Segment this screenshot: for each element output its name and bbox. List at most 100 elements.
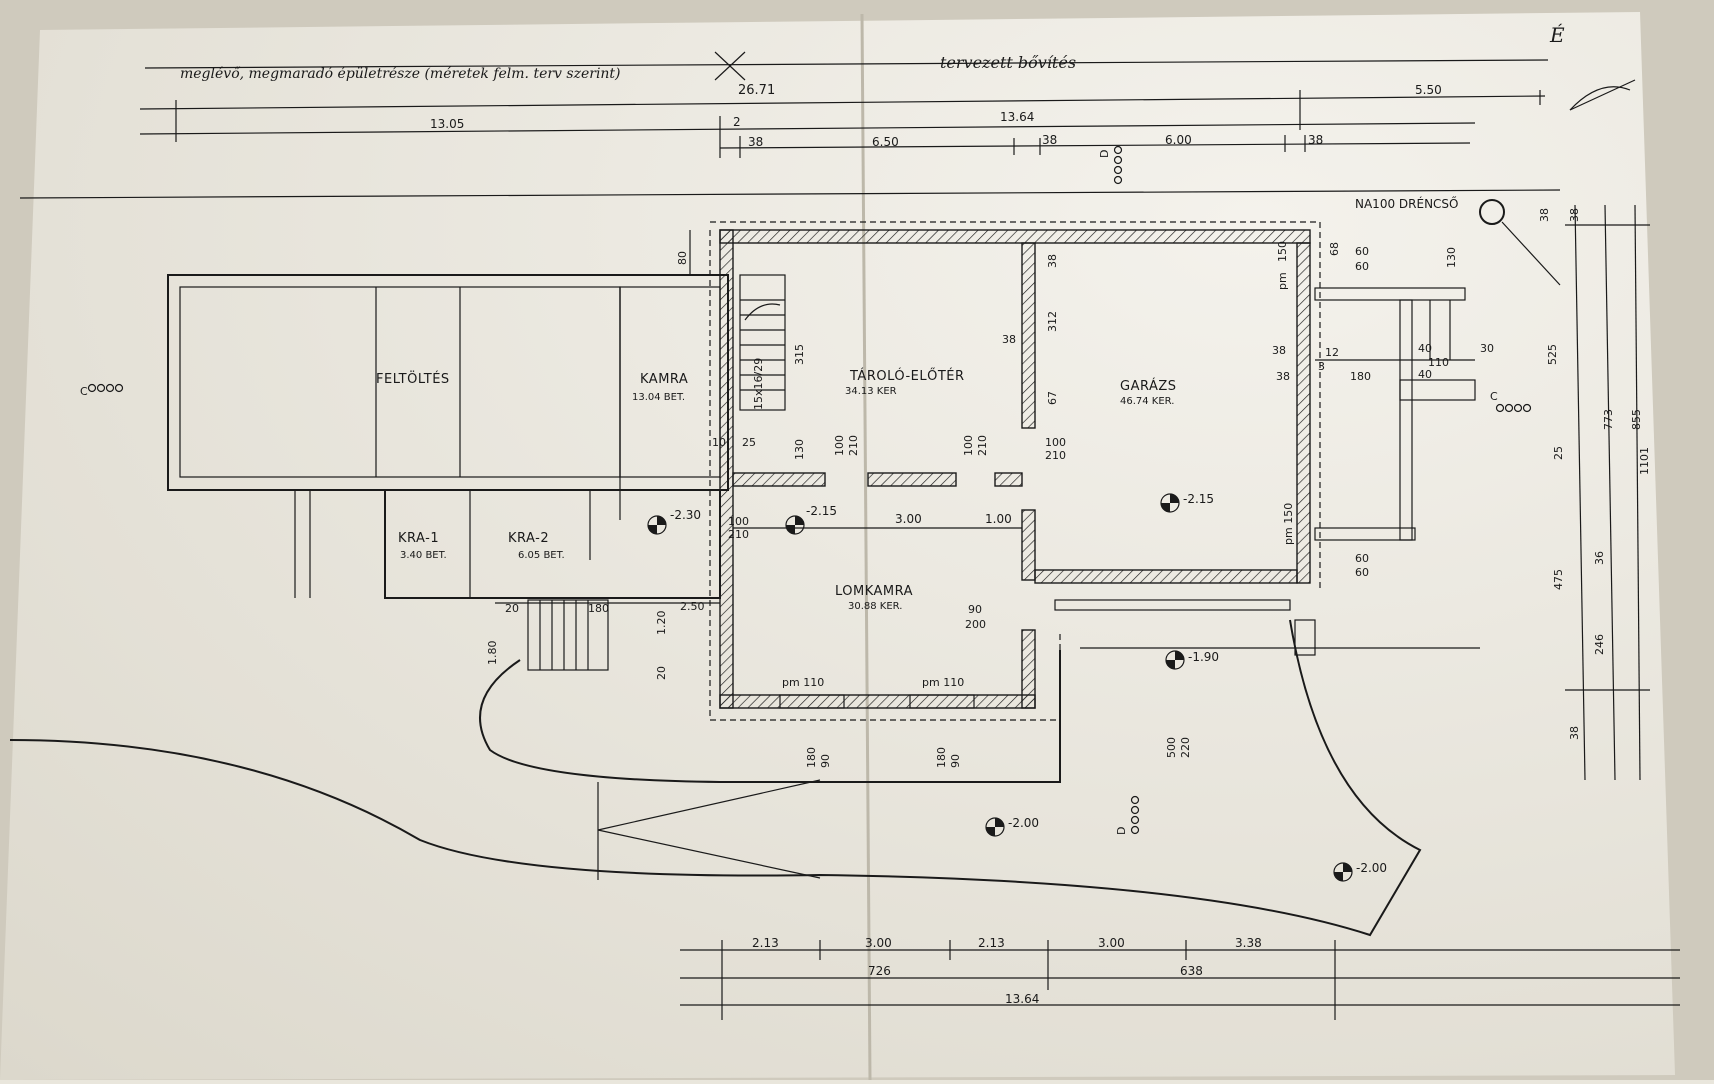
outdoor-stair xyxy=(527,599,609,671)
svg-text:pm 150: pm 150 xyxy=(1282,503,1295,545)
svg-text:110: 110 xyxy=(1428,356,1449,369)
dim-13-64-top: 13.64 xyxy=(1000,110,1034,124)
svg-text:pm 110: pm 110 xyxy=(922,676,964,689)
svg-text:246: 246 xyxy=(1593,634,1606,655)
level-marker-2: -2.15 xyxy=(785,504,837,535)
svg-text:3.00: 3.00 xyxy=(1098,936,1125,950)
svg-text:220: 220 xyxy=(1179,737,1192,758)
svg-text:180: 180 xyxy=(588,602,609,615)
svg-text:180: 180 xyxy=(1350,370,1371,383)
svg-text:12: 12 xyxy=(1325,346,1339,359)
svg-text:-2.30: -2.30 xyxy=(670,508,701,522)
svg-text:100: 100 xyxy=(1045,436,1066,449)
drain-label: NA100 DRÉNCSŐ xyxy=(1355,196,1458,211)
drain-manhole-icon xyxy=(1479,199,1505,225)
dim-38-c: 38 xyxy=(1308,133,1323,147)
level-marker-6: -2.00 xyxy=(1333,861,1387,882)
svg-text:pm 110: pm 110 xyxy=(782,676,824,689)
area-kra-2: 6.05 BET. xyxy=(518,550,565,561)
svg-text:90: 90 xyxy=(819,754,832,768)
dim-6-50: 6.50 xyxy=(872,135,899,149)
area-garazs: 46.74 KER. xyxy=(1120,396,1174,407)
svg-text:38: 38 xyxy=(1272,344,1286,357)
svg-text:315: 315 xyxy=(793,344,806,365)
marker-c-right: C xyxy=(1490,390,1498,403)
svg-text:180: 180 xyxy=(805,747,818,768)
svg-text:-1.90: -1.90 xyxy=(1188,650,1219,664)
room-garazs: GARÁZS xyxy=(1120,378,1177,394)
total-length-label: 26.71 xyxy=(738,83,775,98)
right-dimension-chains: 38 38 525 773 855 1101 25 475 36 246 38 xyxy=(1538,204,1651,781)
svg-text:67: 67 xyxy=(1046,391,1059,405)
room-kamra: KAMRA xyxy=(640,372,688,387)
svg-text:210: 210 xyxy=(728,528,749,541)
marker-d-bottom: D xyxy=(1115,827,1128,835)
svg-text:pm: pm xyxy=(1276,272,1289,290)
extension-walls xyxy=(709,221,1321,721)
svg-text:130: 130 xyxy=(1445,247,1458,268)
north-label: É xyxy=(1549,23,1565,47)
svg-text:25: 25 xyxy=(742,436,756,449)
svg-text:38: 38 xyxy=(1046,254,1059,268)
extension-rooms: TÁROLÓ-ELŐTÉR 34.13 KER GARÁZS 46.74 KER… xyxy=(835,368,1177,612)
garage-south-wall xyxy=(1034,569,1298,584)
svg-text:2.13: 2.13 xyxy=(978,936,1005,950)
east-wall xyxy=(1296,242,1311,584)
svg-text:1101: 1101 xyxy=(1638,447,1651,475)
garage-annex xyxy=(1314,287,1476,541)
svg-text:38: 38 xyxy=(1002,333,1016,346)
dim-2: 2 xyxy=(733,115,741,129)
grate-strip xyxy=(1054,599,1291,611)
area-tarolo: 34.13 KER xyxy=(845,386,897,397)
interior-wall-b xyxy=(867,472,957,487)
svg-text:1.20: 1.20 xyxy=(655,611,668,636)
svg-text:38: 38 xyxy=(1538,208,1551,222)
site-terrain xyxy=(9,619,1480,937)
dim-38-a: 38 xyxy=(748,135,763,149)
dim-5-50: 5.50 xyxy=(1415,83,1442,97)
dim-38-b: 38 xyxy=(1042,133,1057,147)
partition-wall-middle xyxy=(1021,509,1036,581)
svg-text:180: 180 xyxy=(935,747,948,768)
svg-text:100: 100 xyxy=(962,435,975,456)
svg-text:726: 726 xyxy=(868,964,891,978)
svg-text:-2.00: -2.00 xyxy=(1356,861,1387,875)
room-lomkamra: LOMKAMRA xyxy=(835,584,913,599)
svg-text:25: 25 xyxy=(1552,446,1565,460)
svg-text:500: 500 xyxy=(1165,737,1178,758)
drain-pipe: NA100 DRÉNCSŐ xyxy=(1355,196,1561,286)
svg-text:80: 80 xyxy=(676,251,689,265)
room-feltoltes: FELTÖLTÉS xyxy=(376,370,450,387)
svg-text:855: 855 xyxy=(1630,409,1643,430)
svg-text:38: 38 xyxy=(1568,726,1581,740)
svg-text:90: 90 xyxy=(949,754,962,768)
svg-text:-2.00: -2.00 xyxy=(1008,816,1039,830)
svg-text:525: 525 xyxy=(1546,344,1559,365)
room-kra-2: KRA-2 xyxy=(508,531,549,546)
svg-text:38: 38 xyxy=(1276,370,1290,383)
svg-text:1.80: 1.80 xyxy=(486,641,499,666)
svg-text:3.00: 3.00 xyxy=(865,936,892,950)
svg-text:130: 130 xyxy=(793,439,806,460)
top-dimension-chains: 13.05 13.64 5.50 2 38 6.50 38 6.00 38 D xyxy=(19,83,1561,199)
svg-text:40: 40 xyxy=(1418,368,1432,381)
interior-wall-c xyxy=(994,472,1023,487)
dim-6-00: 6.00 xyxy=(1165,133,1192,147)
area-kamra: 13.04 BET. xyxy=(632,392,685,403)
interior-dimensions: 80 315 130 10 25 100 210 100 210 3.00 1.… xyxy=(486,230,1532,835)
svg-text:200: 200 xyxy=(965,618,986,631)
svg-text:40: 40 xyxy=(1418,342,1432,355)
level-marker-4: -1.90 xyxy=(1165,650,1219,670)
svg-text:100: 100 xyxy=(728,515,749,528)
svg-text:150: 150 xyxy=(1276,241,1289,262)
svg-text:3.38: 3.38 xyxy=(1235,936,1262,950)
svg-text:773: 773 xyxy=(1602,409,1615,430)
level-markers: -2.30 -2.15 -2.15 -1.90 -2.00 -2.00 xyxy=(647,492,1387,882)
svg-text:2.13: 2.13 xyxy=(752,936,779,950)
svg-text:20: 20 xyxy=(655,666,668,680)
window-1 xyxy=(779,694,845,709)
svg-text:90: 90 xyxy=(968,603,982,616)
svg-text:68: 68 xyxy=(1328,242,1341,256)
